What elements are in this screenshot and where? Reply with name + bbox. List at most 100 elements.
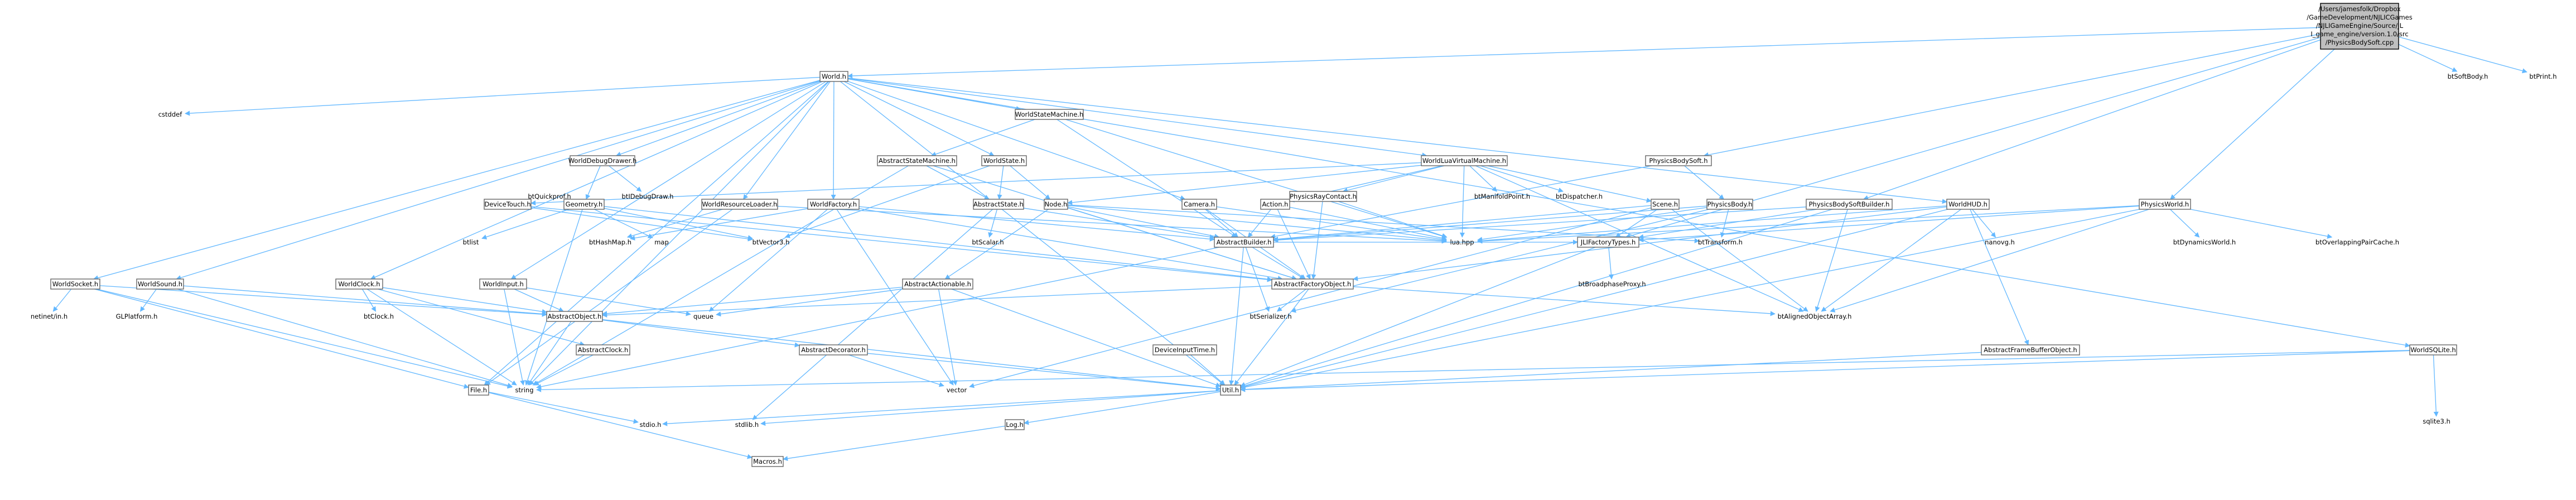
node-queue[interactable]: queue	[693, 312, 713, 320]
node-AbstractBuilder[interactable]: AbstractBuilder.h	[1214, 237, 1274, 248]
node-btBroadphaseProxy[interactable]: btBroadphaseProxy.h	[1578, 280, 1646, 288]
node-AbstractActionable[interactable]: AbstractActionable.h	[902, 278, 973, 290]
node-label: stdlib.h	[735, 421, 759, 429]
node-btDynamicsWorld[interactable]: btDynamicsWorld.h	[2173, 238, 2236, 246]
node-label: string	[515, 386, 533, 394]
node-WorldClock[interactable]: WorldClock.h	[335, 278, 383, 290]
edge-world_h-to-WorldHUD	[847, 78, 1947, 204]
node-Log[interactable]: Log.h	[1005, 419, 1025, 430]
edge-AbstractFactoryObject-to-btAlignedObjectArray	[1353, 286, 1776, 316]
node-PhysicsBodySoftBuilder[interactable]: PhysicsBodySoftBuilder.h	[1806, 199, 1893, 210]
edge-WorldState-to-AbstractState	[997, 165, 1004, 200]
root-label-line: /GameDevelopment/NJLICGames	[2307, 13, 2412, 21]
node-PhysicsBody[interactable]: PhysicsBody.h	[1706, 199, 1753, 210]
node-WorldInput[interactable]: WorldInput.h	[479, 278, 527, 290]
node-Scene[interactable]: Scene.h	[1651, 199, 1680, 210]
edge-WorldSQLite-to-sqlite3	[2433, 354, 2439, 417]
node-box	[902, 278, 973, 290]
node-GLPlatform[interactable]: GLPlatform.h	[116, 312, 158, 320]
node-WorldSQLite[interactable]: WorldSQLite.h	[2409, 344, 2457, 355]
node-AbstractFrameBufferObject[interactable]: AbstractFrameBufferObject.h	[1981, 344, 2080, 355]
node-WorldState[interactable]: WorldState.h	[981, 155, 1027, 166]
node-WorldFactory[interactable]: WorldFactory.h	[807, 199, 860, 210]
node-DeviceInputTime[interactable]: DeviceInputTime.h	[1152, 344, 1217, 355]
node-PhysicsRayContact[interactable]: PhysicsRayContact.h	[1289, 191, 1357, 202]
node-WorldSocket[interactable]: WorldSocket.h	[50, 278, 100, 290]
node-box	[1946, 199, 1990, 210]
node-WorldLuaVirtualMachine[interactable]: WorldLuaVirtualMachine.h	[1421, 155, 1508, 166]
node-box	[1152, 344, 1217, 355]
node-File[interactable]: File.h	[468, 384, 489, 396]
edge-Node-to-lua_hpp	[1067, 205, 1447, 243]
node-btIDebugDraw[interactable]: btIDebugDraw.h	[622, 193, 674, 200]
node-Macros[interactable]: Macros.h	[751, 456, 784, 467]
node-Camera[interactable]: Camera.h	[1181, 199, 1217, 210]
node-btQuickprof[interactable]: btQuickprof.h	[528, 193, 571, 200]
edge-WorldDebugDrawer-to-Geometry	[585, 165, 601, 200]
node-cstddef[interactable]: cstddef	[158, 110, 182, 118]
node-btScalar[interactable]: btScalar.h	[972, 238, 1004, 246]
edge-PhysicsBodySoftBuilder-to-JLIFactoryTypes	[1638, 209, 1817, 239]
node-Node[interactable]: Node.h	[1044, 199, 1068, 210]
node-vector[interactable]: vector	[947, 386, 967, 394]
node-string[interactable]: string	[515, 386, 533, 394]
node-AbstractStateMachine[interactable]: AbstractStateMachine.h	[877, 155, 957, 166]
node-box	[1220, 384, 1241, 396]
node-btSerializer[interactable]: btSerializer.h	[1250, 312, 1291, 320]
node-stdlib[interactable]: stdlib.h	[735, 421, 759, 429]
edge-WorldHUD-to-nanovg	[1972, 209, 1996, 238]
node-btVector3[interactable]: btVector3.h	[752, 238, 790, 246]
node-lua_hpp[interactable]: lua.hpp	[1450, 238, 1474, 246]
node-WorldStateMachine[interactable]: WorldStateMachine.h	[1015, 109, 1084, 120]
node-btDispatcher[interactable]: btDispatcher.h	[1556, 193, 1603, 200]
node-sqlite3[interactable]: sqlite3.h	[2423, 417, 2450, 425]
node-btPrint[interactable]: btPrint.h	[2529, 73, 2556, 80]
edge-AbstractClock-to-string	[533, 354, 594, 386]
node-btSoftBody[interactable]: btSoftBody.h	[2448, 73, 2488, 80]
node-AbstractState[interactable]: AbstractState.h	[973, 199, 1024, 210]
node-label: btDynamicsWorld.h	[2173, 238, 2236, 246]
node-PhysicsWorld[interactable]: PhysicsWorld.h	[2139, 199, 2191, 210]
node-JLIFactoryTypes[interactable]: JLIFactoryTypes.h	[1577, 237, 1639, 248]
edge-Action-to-AbstractFactoryObject	[1277, 209, 1311, 280]
edge-WorldSocket-to-AbstractObject	[99, 285, 547, 317]
node-btOverlappingPairCache[interactable]: btOverlappingPairCache.h	[2315, 238, 2399, 246]
node-btHashMap[interactable]: btHashMap.h	[589, 238, 631, 246]
node-AbstractDecorator[interactable]: AbstractDecorator.h	[799, 344, 868, 355]
node-stdio[interactable]: stdio.h	[640, 421, 662, 429]
node-box	[1651, 199, 1680, 210]
node-world_h[interactable]: World.h	[819, 71, 848, 82]
edge-AbstractState-to-AbstractBuilder	[1023, 208, 1215, 240]
node-label: cstddef	[158, 110, 182, 118]
node-btManifoldPoint[interactable]: btManifoldPoint.h	[1474, 193, 1530, 200]
node-Action[interactable]: Action.h	[1260, 199, 1290, 210]
edge-Geometry-to-btlist	[481, 209, 570, 240]
edge-WorldFactory-to-btHashMap	[630, 208, 808, 241]
edge-Node-to-AbstractFactoryObject	[1067, 207, 1297, 280]
edge-Action-to-AbstractBuilder	[1247, 209, 1272, 238]
node-AbstractClock[interactable]: AbstractClock.h	[576, 344, 630, 355]
node-box	[50, 278, 100, 290]
node-map[interactable]: map	[654, 238, 669, 246]
node-btAlignedObjectArray[interactable]: btAlignedObjectArray.h	[1778, 312, 1852, 320]
node-btTransform[interactable]: btTransform.h	[1698, 238, 1743, 246]
node-WorldHUD[interactable]: WorldHUD.h	[1946, 199, 1990, 210]
edge-PhysicsBodySoft_h-to-PhysicsBody	[1684, 165, 1725, 200]
node-btClock[interactable]: btClock.h	[364, 312, 394, 320]
node-nanovg[interactable]: nanovg.h	[1985, 238, 2015, 246]
node-btlist[interactable]: btlist	[463, 238, 479, 246]
node-label: Scene.h	[1652, 200, 1678, 208]
node-DeviceTouch[interactable]: DeviceTouch.h	[484, 199, 532, 210]
node-AbstractFactoryObject[interactable]: AbstractFactoryObject.h	[1271, 278, 1354, 290]
node-WorldSound[interactable]: WorldSound.h	[136, 278, 184, 290]
node-WorldDebugDrawer[interactable]: WorldDebugDrawer.h	[568, 155, 637, 166]
node-PhysicsBodySoft_h[interactable]: PhysicsBodySoft.h	[1645, 155, 1712, 166]
edge-world_h-to-cstddef	[185, 76, 821, 116]
node-box	[1645, 155, 1712, 166]
node-Util[interactable]: Util.h	[1220, 384, 1241, 396]
node-Geometry[interactable]: Geometry.h	[563, 199, 605, 210]
node-AbstractObject[interactable]: AbstractObject.h	[546, 311, 603, 322]
node-WorldResourceLoader[interactable]: WorldResourceLoader.h	[701, 199, 778, 210]
node-netinet_in[interactable]: netinet/in.h	[31, 312, 67, 320]
edge-WorldSQLite-to-string	[536, 350, 2410, 392]
